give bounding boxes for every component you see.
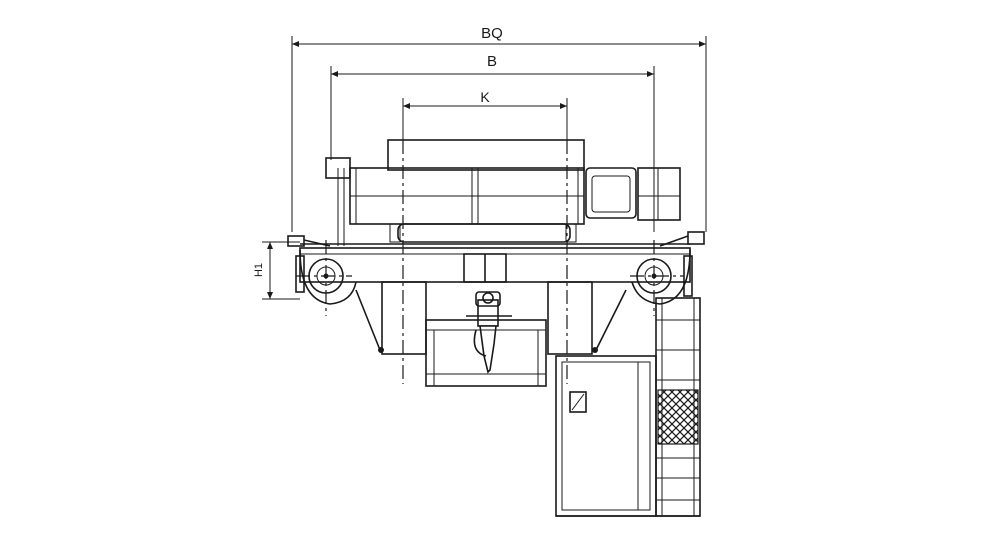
centerlines [296, 140, 684, 384]
hook-block [466, 291, 512, 374]
cab-frame [425, 319, 547, 387]
dimension-h1: H1 [253, 241, 300, 300]
dimension-b: B [330, 53, 655, 232]
dimension-bq-label: BQ [481, 25, 503, 42]
access-ladder [655, 297, 701, 517]
dimension-h1-label: H1 [253, 263, 265, 277]
trolley [325, 139, 681, 246]
girder-hangers [355, 281, 627, 355]
dimension-k-label: K [480, 89, 490, 105]
dimension-b-label: B [487, 53, 497, 70]
dimension-bq: BQ [291, 25, 707, 232]
dimension-k: K [402, 89, 568, 140]
